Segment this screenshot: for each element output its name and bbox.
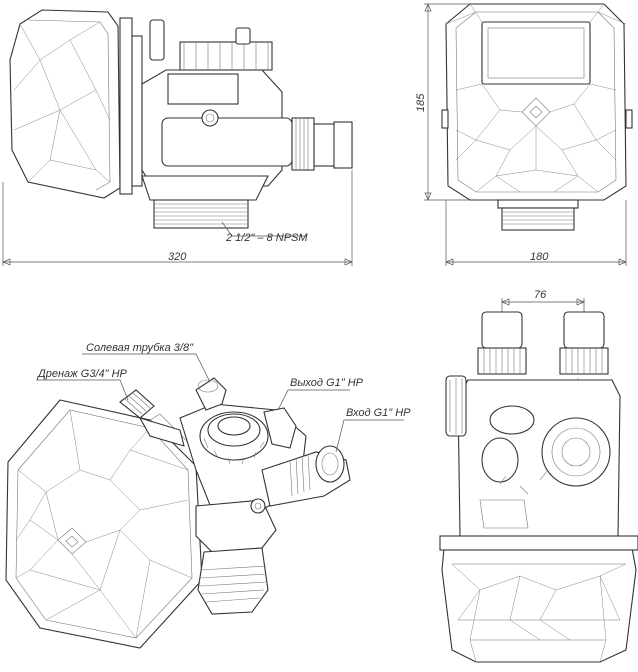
width-side-dimension: 320 xyxy=(168,251,187,263)
callout-drain: Дренаж G3/4" НР xyxy=(36,368,128,380)
thread-label: 2 1/2" – 8 NPSM xyxy=(225,232,308,244)
callout-outlet: Выход G1" НР xyxy=(290,377,364,389)
height-front-dimension: 185 xyxy=(415,93,427,112)
port-spacing-dimension: 76 xyxy=(534,289,547,301)
front-view: 180 185 xyxy=(415,3,633,266)
isometric-view: Солевая трубка 3/8" Дренаж G3/4" НР Выхо… xyxy=(5,342,411,649)
width-front-dimension: 180 xyxy=(530,251,549,263)
callout-inlet: Вход G1" НР xyxy=(346,407,411,419)
top-view: 76 xyxy=(439,289,638,663)
side-view: 2 1/2" – 8 NPSM 320 xyxy=(2,9,353,266)
callout-brine: Солевая трубка 3/8" xyxy=(86,342,194,354)
